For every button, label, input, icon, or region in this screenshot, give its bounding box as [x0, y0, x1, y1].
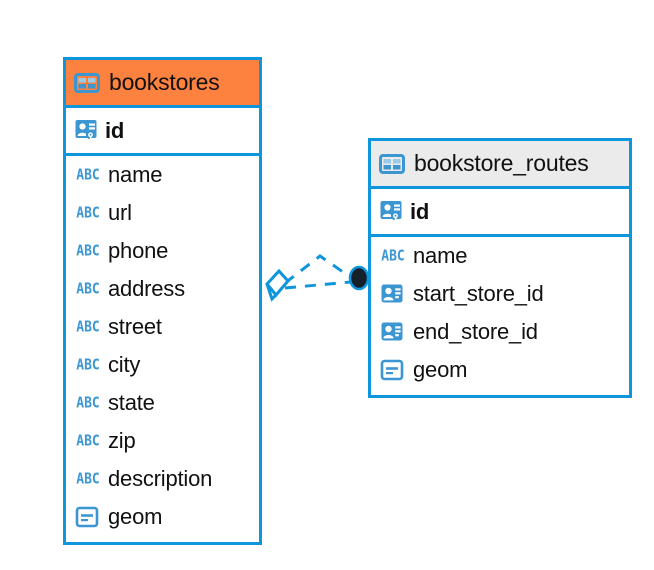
field-row-zip[interactable]: ABC zip — [66, 422, 259, 460]
entity-bookstores-fields: ABC name ABC url ABC phone ABC — [66, 156, 259, 536]
field-row-description[interactable]: ABC description — [66, 460, 259, 498]
abc-icon-text: ABC — [76, 394, 100, 412]
field-label-name: name — [413, 243, 468, 268]
field-row-address[interactable]: ABC address — [66, 270, 259, 308]
abc-string-icon: ABC — [75, 278, 101, 300]
abc-icon-text: ABC — [76, 280, 100, 298]
field-label-geom: geom — [108, 504, 163, 529]
field-row-geom[interactable]: geom — [66, 498, 259, 536]
abc-string-icon: ABC — [75, 430, 101, 452]
abc-string-icon: ABC — [380, 245, 406, 267]
entity-bookstore-routes-title: bookstore_routes — [414, 150, 589, 176]
abc-icon-text: ABC — [381, 247, 405, 265]
entity-bookstores-header[interactable]: bookstores — [66, 60, 259, 108]
abc-icon-text: ABC — [76, 166, 100, 184]
source-diamond-tail — [265, 283, 278, 302]
field-row-city[interactable]: ABC city — [66, 346, 259, 384]
field-label-zip: zip — [108, 428, 136, 453]
geometry-icon — [380, 359, 406, 381]
abc-string-icon: ABC — [75, 202, 101, 224]
field-row-name[interactable]: ABC name — [66, 156, 259, 194]
field-label-address: address — [108, 276, 185, 301]
entity-bookstores[interactable]: bookstores — [63, 57, 262, 545]
table-grid-icon — [379, 153, 405, 174]
field-label-url: url — [108, 200, 132, 225]
field-label-id: id — [410, 198, 430, 224]
field-row-geom[interactable]: geom — [371, 351, 629, 389]
field-row-id[interactable]: id — [66, 108, 259, 153]
abc-string-icon: ABC — [75, 240, 101, 262]
abc-icon-text: ABC — [76, 204, 100, 222]
entity-bookstores-pk-section: id — [66, 108, 259, 156]
field-row-url[interactable]: ABC url — [66, 194, 259, 232]
abc-string-icon: ABC — [75, 164, 101, 186]
field-label-id: id — [105, 117, 125, 143]
geometry-icon — [75, 506, 101, 528]
foreign-key-icon — [380, 283, 406, 305]
target-circle-marker — [348, 265, 370, 291]
source-diamond-marker — [265, 268, 290, 298]
field-row-id[interactable]: id — [371, 189, 629, 234]
abc-string-icon: ABC — [75, 392, 101, 414]
field-row-start-store-id[interactable]: start_store_id — [371, 275, 629, 313]
field-label-geom: geom — [413, 357, 468, 382]
field-label-end-store-id: end_store_id — [413, 319, 538, 344]
abc-icon-text: ABC — [76, 356, 100, 374]
entity-bookstore-routes-fields: ABC name start_store_id — [371, 237, 629, 389]
field-label-street: street — [108, 314, 162, 339]
field-row-end-store-id[interactable]: end_store_id — [371, 313, 629, 351]
field-label-name: name — [108, 162, 163, 187]
table-grid-icon — [74, 72, 100, 93]
abc-icon-text: ABC — [76, 242, 100, 260]
field-row-state[interactable]: ABC state — [66, 384, 259, 422]
field-label-start-store-id: start_store_id — [413, 281, 544, 306]
abc-icon-text: ABC — [76, 470, 100, 488]
entity-bookstore-routes[interactable]: bookstore_routes — [368, 138, 632, 398]
foreign-key-icon — [380, 321, 406, 343]
field-label-description: description — [108, 466, 213, 491]
abc-icon-text: ABC — [76, 432, 100, 450]
abc-string-icon: ABC — [75, 316, 101, 338]
field-label-state: state — [108, 390, 155, 415]
field-row-name[interactable]: ABC name — [371, 237, 629, 275]
field-row-street[interactable]: ABC street — [66, 308, 259, 346]
field-row-phone[interactable]: ABC phone — [66, 232, 259, 270]
relationship-line-lower — [284, 280, 352, 290]
field-label-phone: phone — [108, 238, 169, 263]
field-label-city: city — [108, 352, 141, 377]
entity-bookstore-routes-header[interactable]: bookstore_routes — [371, 141, 629, 189]
primary-key-icon — [380, 200, 406, 224]
entity-bookstore-routes-pk-section: id — [371, 189, 629, 237]
abc-string-icon: ABC — [75, 354, 101, 376]
abc-string-icon: ABC — [75, 468, 101, 490]
entity-bookstores-title: bookstores — [109, 69, 220, 95]
primary-key-icon — [75, 119, 101, 143]
relationship-line-upper — [284, 254, 354, 285]
abc-icon-text: ABC — [76, 318, 100, 336]
